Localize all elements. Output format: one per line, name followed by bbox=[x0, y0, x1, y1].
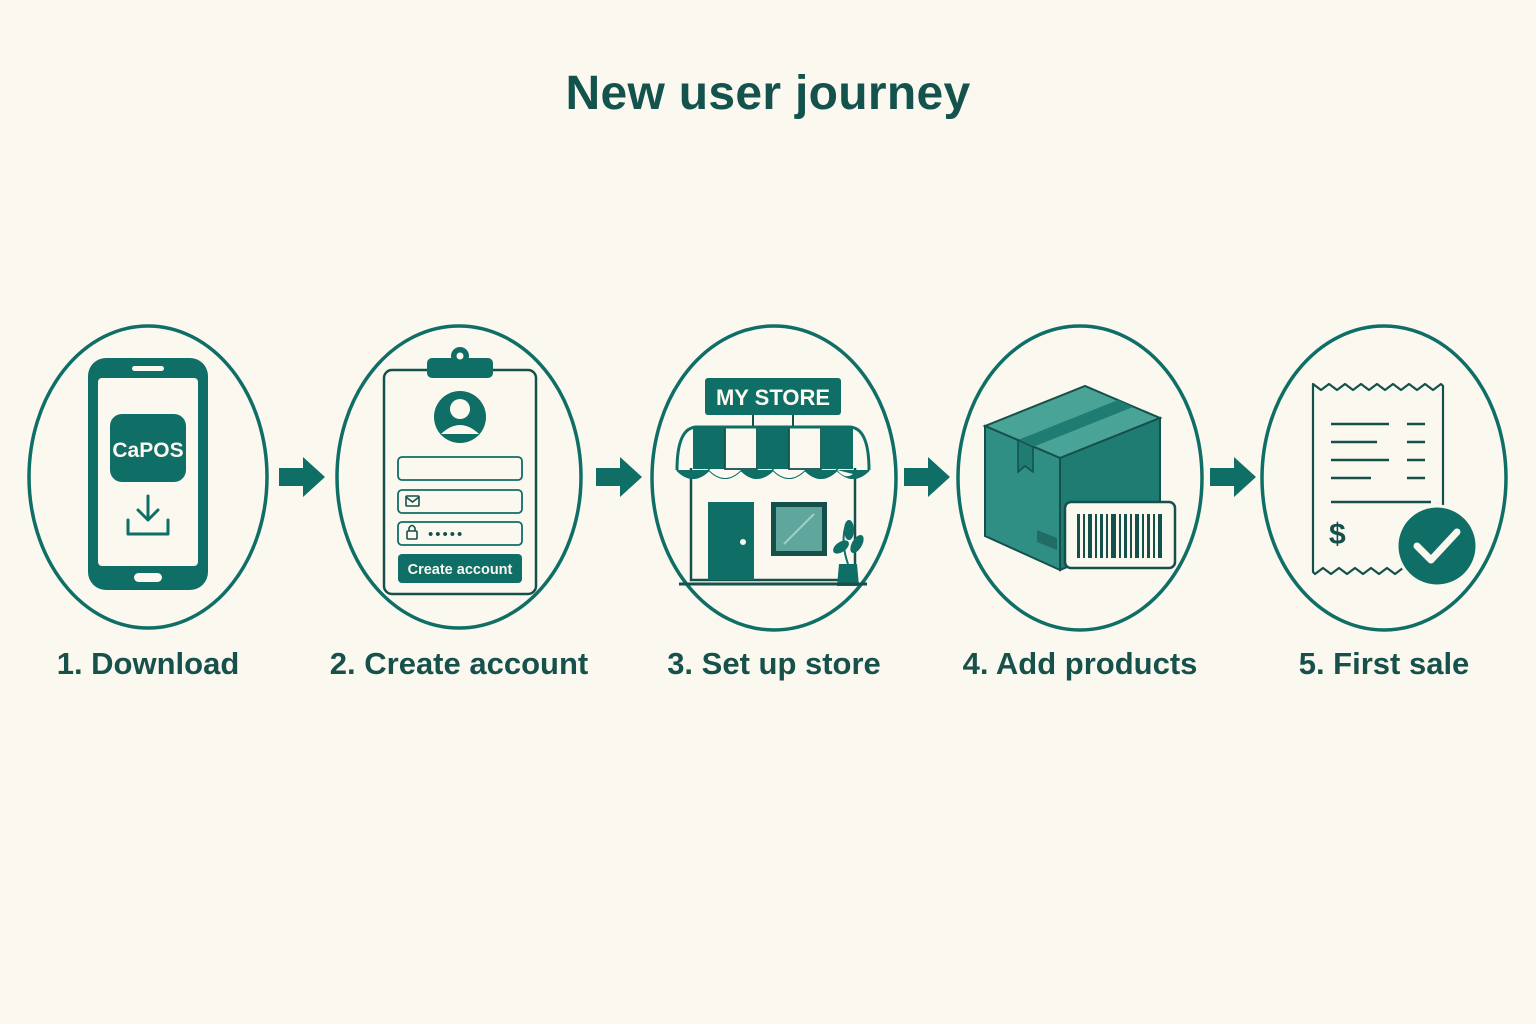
step-1-label: 1. Download bbox=[56, 646, 240, 681]
store-sign: MY STORE bbox=[716, 385, 830, 410]
box-barcode-icon bbox=[982, 384, 1177, 572]
barcode bbox=[1077, 514, 1162, 558]
password-mask: ••••• bbox=[428, 526, 464, 543]
mail-icon bbox=[405, 495, 420, 507]
step-1-oval: CaPOS bbox=[27, 324, 269, 630]
arrow-right-icon bbox=[279, 457, 325, 497]
clipboard-form-icon: ••••• Create account bbox=[382, 347, 538, 596]
storefront-icon: MY STORE bbox=[675, 378, 871, 586]
step-2-oval: ••••• Create account bbox=[335, 324, 583, 630]
step-3-oval: MY STORE bbox=[650, 324, 898, 632]
receipt-check-icon: $ bbox=[1311, 382, 1479, 588]
step-2-label: 2. Create account bbox=[329, 646, 589, 681]
currency-symbol: $ bbox=[1329, 518, 1346, 551]
app-name: CaPOS bbox=[112, 439, 183, 462]
step-5-oval: $ bbox=[1260, 324, 1508, 632]
step-3-label: 3. Set up store bbox=[667, 646, 881, 681]
arrow-right-icon bbox=[904, 457, 950, 497]
create-account-button: Create account bbox=[408, 562, 513, 578]
phone-download-icon: CaPOS bbox=[88, 358, 208, 590]
arrow-right-icon bbox=[1210, 457, 1256, 497]
step-4-oval bbox=[956, 324, 1204, 632]
check-circle-icon bbox=[1395, 504, 1479, 588]
step-5-label: 5. First sale bbox=[1298, 646, 1470, 681]
step-4-label: 4. Add products bbox=[962, 646, 1198, 681]
diagram-title: New user journey bbox=[565, 67, 971, 120]
lock-icon bbox=[406, 530, 418, 540]
arrow-right-icon bbox=[596, 457, 642, 497]
